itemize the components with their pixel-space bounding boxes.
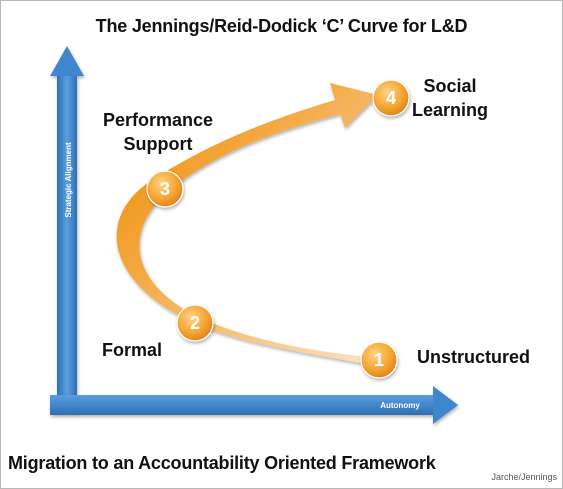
stage-label-line-1: Social: [423, 76, 477, 96]
y-axis-label: Strategic Alignment: [64, 142, 73, 218]
stage-node-3: 3: [146, 170, 184, 208]
stage-label-text: Formal: [102, 340, 163, 360]
diagram-title: The Jennings/Reid-Dodick ‘C’ Curve for L…: [95, 16, 468, 36]
x-axis-arrow: [50, 386, 458, 424]
stage-label-line-1: Performance: [103, 110, 214, 130]
diagram-caption: Migration to an Accountability Oriented …: [8, 453, 436, 473]
credit-text: Jarche/Jennings: [491, 472, 557, 482]
stage-node-1: 1: [360, 341, 398, 379]
stage-label-text: Unstructured: [417, 347, 531, 367]
stage-label-4: Social Learning: [412, 74, 488, 122]
stage-label-3: Performance Support: [103, 108, 213, 156]
stage-label-line-2: Learning: [412, 100, 489, 120]
stage-number: 1: [374, 350, 384, 370]
stage-node-2: 2: [176, 304, 214, 342]
stage-label-2: Formal: [102, 338, 162, 362]
stage-number: 2: [190, 313, 200, 333]
x-axis-label: Autonomy: [380, 401, 420, 410]
stage-number: 3: [160, 179, 170, 199]
stage-node-4: 4: [372, 79, 410, 117]
stage-label-line-2: Support: [123, 134, 193, 154]
y-axis-arrow: [50, 46, 84, 412]
c-curve-path: [116, 83, 378, 366]
stage-number: 4: [386, 88, 396, 108]
stage-label-1: Unstructured: [417, 345, 530, 369]
